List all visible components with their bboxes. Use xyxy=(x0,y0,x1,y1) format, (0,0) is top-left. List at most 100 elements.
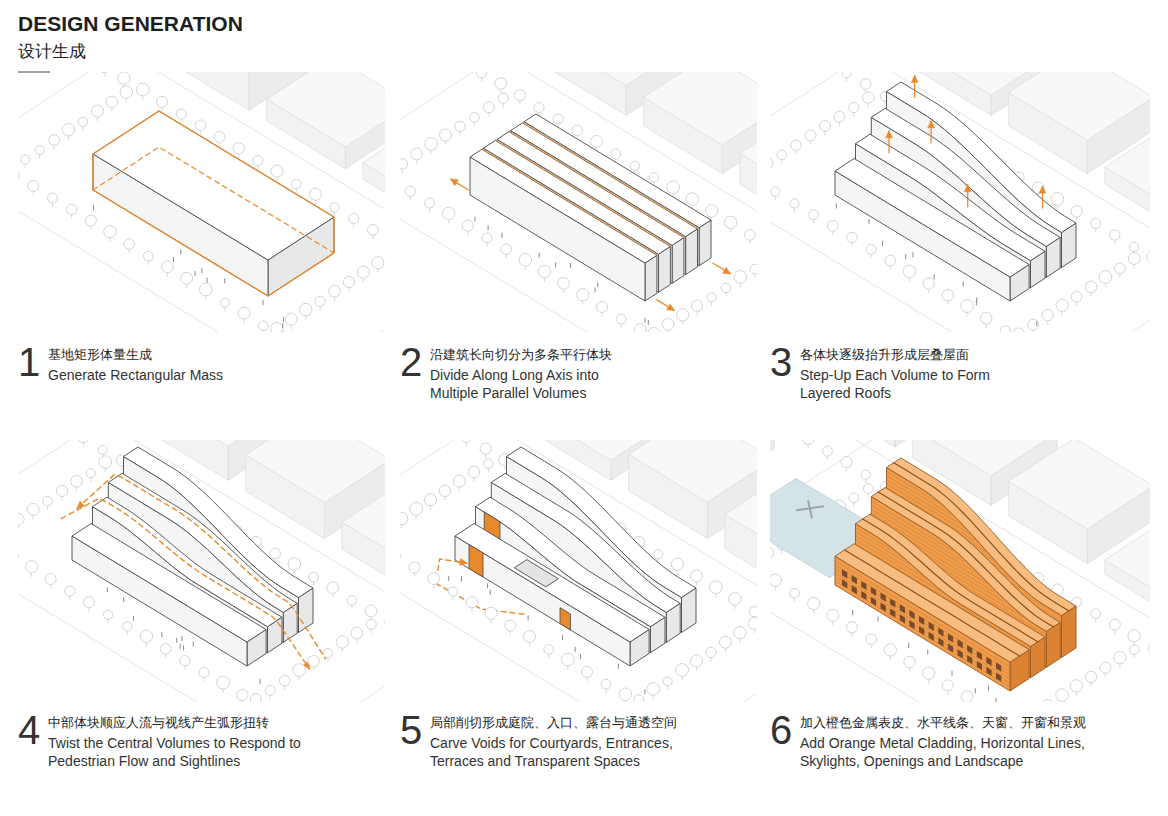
person xyxy=(123,597,124,602)
volume-roof xyxy=(72,524,266,643)
tree xyxy=(904,656,915,667)
tree-trunk xyxy=(33,515,34,519)
tree-trunk xyxy=(1090,293,1091,297)
tree-trunk xyxy=(794,598,795,602)
tree-trunk xyxy=(481,78,482,82)
tree-trunk xyxy=(299,676,300,680)
tree-trunk xyxy=(696,667,697,671)
tree xyxy=(619,688,632,701)
street-line xyxy=(18,440,385,702)
tree xyxy=(808,597,820,609)
tree-trunk xyxy=(810,141,811,145)
window xyxy=(861,581,866,590)
window xyxy=(967,645,972,654)
tree xyxy=(834,111,845,122)
tree-trunk xyxy=(734,605,735,609)
person xyxy=(488,225,489,230)
tree-trunk xyxy=(225,307,226,311)
window xyxy=(919,616,924,625)
tree xyxy=(482,233,492,243)
step-title-en: Add Orange Metal Cladding, Horizontal Li… xyxy=(800,734,1118,770)
tree xyxy=(505,620,516,631)
tree-trunk xyxy=(416,160,417,164)
tree-trunk xyxy=(606,689,607,693)
tree-trunk xyxy=(587,677,588,681)
person xyxy=(562,635,563,640)
window xyxy=(881,603,886,612)
tree-trunk xyxy=(682,321,683,325)
tree xyxy=(822,446,832,456)
step-title-cn: 局部削切形成庭院、入口、露台与通透空间 xyxy=(430,715,770,731)
tree xyxy=(519,254,531,266)
tree-trunk xyxy=(402,169,403,173)
tree-trunk xyxy=(69,596,70,600)
person xyxy=(908,643,909,648)
tree-trunk xyxy=(813,220,814,224)
tree xyxy=(884,644,896,656)
person xyxy=(878,616,879,621)
volume-roof xyxy=(246,440,385,503)
tree-trunk xyxy=(1062,311,1063,315)
tree-trunk xyxy=(205,296,206,300)
tree xyxy=(514,90,525,101)
tree xyxy=(440,129,452,141)
tree-trunk xyxy=(320,306,321,310)
person xyxy=(570,263,571,268)
person xyxy=(224,278,225,283)
tree-trunk xyxy=(334,212,335,216)
tree-trunk xyxy=(781,160,782,164)
tree xyxy=(601,679,611,689)
volume-end-face xyxy=(400,72,409,76)
tree xyxy=(411,148,423,160)
volume-end-face xyxy=(770,72,774,76)
tree xyxy=(323,648,332,657)
tree xyxy=(705,205,717,217)
tree xyxy=(136,83,149,96)
volume-roof xyxy=(470,149,657,263)
tree xyxy=(842,72,851,78)
window xyxy=(861,591,866,600)
window xyxy=(986,657,991,666)
tree-trunk xyxy=(184,666,185,670)
tree-trunk xyxy=(108,619,109,623)
tree xyxy=(791,140,801,150)
person xyxy=(195,271,196,276)
tree-trunk xyxy=(416,515,417,519)
tree-trunk xyxy=(186,284,187,288)
tree-trunk xyxy=(754,629,755,633)
tree xyxy=(233,143,244,154)
window xyxy=(871,597,876,606)
tree xyxy=(425,198,435,208)
tree-trunk xyxy=(313,667,314,671)
tree-trunk xyxy=(348,288,349,292)
tree-trunk xyxy=(294,570,295,574)
tree-trunk xyxy=(410,196,411,200)
tree-trunk xyxy=(846,468,847,472)
tree-trunk xyxy=(1095,229,1096,233)
tree xyxy=(671,558,683,570)
tree xyxy=(770,158,773,170)
tree xyxy=(308,656,319,667)
tree xyxy=(649,173,658,182)
volume-front-face xyxy=(170,72,249,110)
tree xyxy=(123,622,132,631)
person xyxy=(180,644,181,649)
tree xyxy=(253,156,263,166)
window xyxy=(890,598,895,607)
window xyxy=(948,633,953,642)
tree-trunk xyxy=(129,249,130,253)
tree-trunk xyxy=(928,679,929,683)
step-title-en: Generate Rectangular Mass xyxy=(48,366,348,384)
entrance-void xyxy=(469,545,483,578)
tree-trunk xyxy=(500,89,501,93)
tree xyxy=(572,125,583,136)
tree-trunk xyxy=(832,621,833,625)
tree xyxy=(827,220,838,231)
tree-trunk xyxy=(510,631,511,635)
tree-trunk xyxy=(711,302,712,306)
tree-trunk xyxy=(725,648,726,652)
tree-trunk xyxy=(602,312,603,316)
tree xyxy=(35,145,44,154)
volume-front-face xyxy=(455,536,630,666)
tree xyxy=(706,647,716,657)
